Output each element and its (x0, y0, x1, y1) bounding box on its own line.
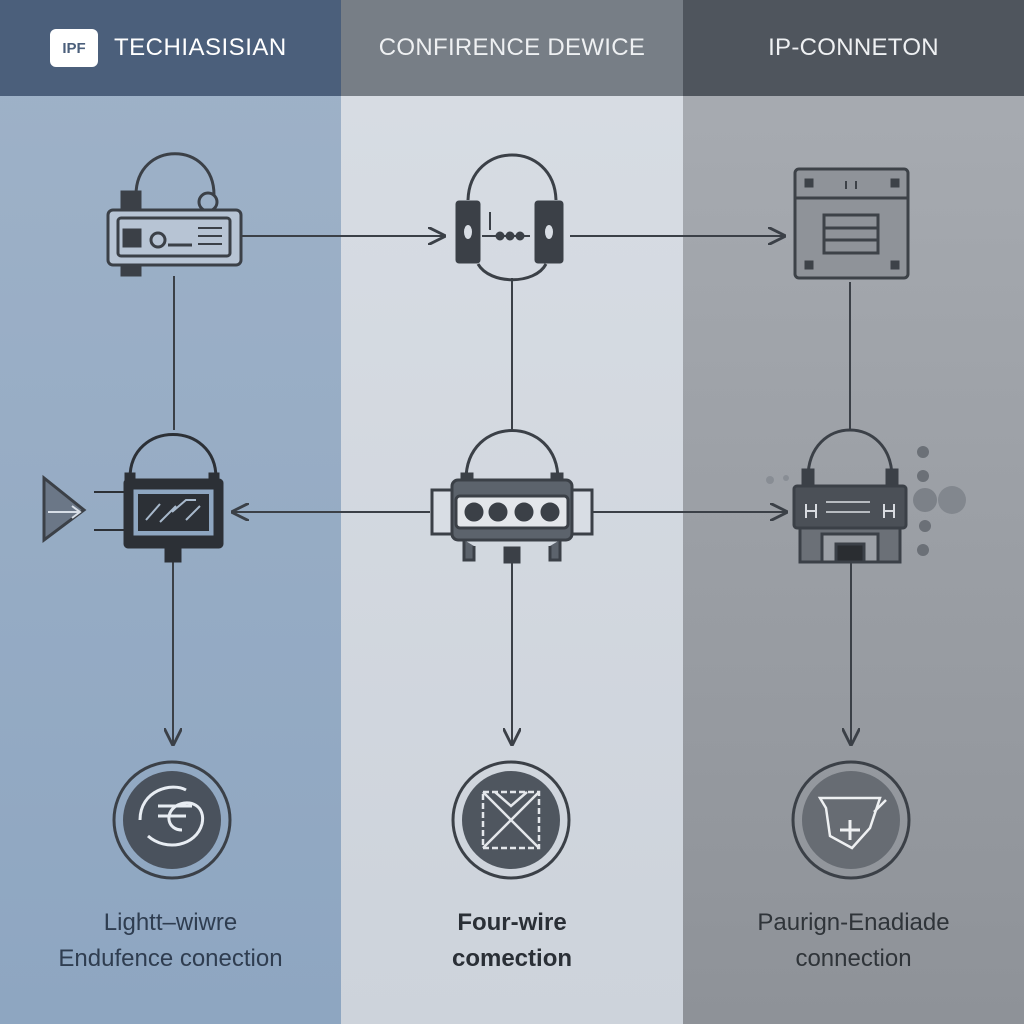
column-title-middle: CONFIRENCE DEWICE (378, 34, 646, 61)
connector-hub-icon (430, 429, 594, 564)
logo-badge: IPF (50, 29, 98, 67)
caption-middle-line2: comection (451, 945, 573, 972)
caption-middle: Four-wire comection (341, 905, 683, 977)
crossed-box-circle-icon (451, 760, 571, 880)
header-left: IPF TECHIASISIAN (0, 0, 341, 96)
caption-left-line2: Endufence conection (58, 945, 283, 972)
headset-device-icon (455, 153, 564, 282)
caption-right-line2: connection (795, 945, 912, 972)
caption-left: Lightt–wiwre Endufence conection (0, 905, 341, 977)
caption-right-line1: Paurign-Enadiade (757, 909, 950, 936)
caption-left-line1: Lightt–wiwre (103, 909, 238, 936)
waves-circle-icon (112, 760, 232, 880)
column-title-right: IP-CONNETON (768, 34, 939, 61)
plus-tray-circle-icon (791, 760, 911, 880)
bridge-module-icon (766, 428, 966, 564)
header-middle: CONFIRENCE DEWICE (341, 0, 683, 96)
caption-middle-line1: Four-wire (457, 909, 567, 936)
input-module-icon (42, 433, 224, 563)
amplifier-device-icon (106, 152, 243, 277)
brand-title: TECHIASISIAN (114, 34, 287, 61)
header-right: IP-CONNETON (683, 0, 1024, 96)
panel-device-icon (793, 167, 910, 280)
caption-right: Paurign-Enadiade connection (683, 905, 1024, 977)
